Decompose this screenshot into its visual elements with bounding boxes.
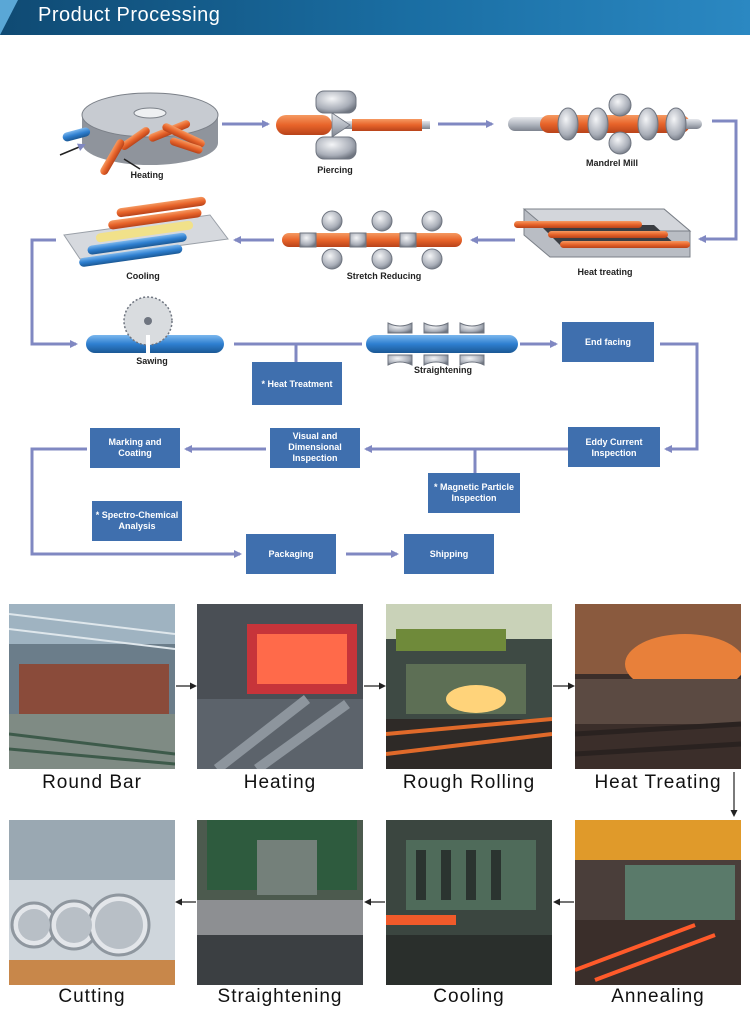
box-label-eddy-current-2: Inspection [591, 448, 636, 458]
straightening-illustration [366, 322, 518, 366]
photo-caption-heat-treating: Heat Treating [594, 772, 722, 793]
header-notch [0, 0, 18, 35]
box-shipping [404, 534, 494, 574]
piercing-illustration [276, 90, 430, 160]
box-packaging [246, 534, 336, 574]
box-visual-dimensional [270, 428, 360, 468]
heating-furnace-illustration [59, 92, 219, 175]
heat-treating-furnace-illustration [514, 208, 692, 258]
box-label-magnetic-1: * Magnetic Particle [434, 482, 514, 492]
step-label-stretch-reducing: Stretch Reducing [347, 271, 422, 281]
photo-cooling [386, 820, 552, 985]
cooling-bed-illustration [63, 196, 229, 267]
photo-annealing [575, 820, 741, 985]
step-label-mandrel-mill: Mandrel Mill [586, 158, 638, 168]
box-magnetic-particle [428, 473, 520, 513]
box-label-visual-1: Visual and [293, 431, 338, 441]
flow-arrows [30, 119, 738, 558]
photo-caption-annealing: Annealing [611, 986, 705, 1007]
process-boxes [90, 322, 660, 574]
step-label-cooling: Cooling [126, 271, 160, 281]
box-eddy-current [568, 427, 660, 467]
box-label-visual-2: Dimensional [288, 442, 342, 452]
photo-straightening [197, 820, 363, 985]
photo-cutting [9, 820, 175, 985]
process-flow-diagram: Heating Piercing Mandrel Mill Cooling St… [30, 90, 738, 574]
stretch-reducing-illustration [282, 210, 462, 270]
box-label-spectro-1: * Spectro-Chemical [96, 510, 179, 520]
box-label-heat-treatment: * Heat Treatment [261, 379, 332, 389]
box-spectro-chemical [92, 501, 182, 541]
photo-caption-cooling: Cooling [433, 986, 505, 1007]
header-bar: Product Processing [0, 0, 750, 35]
step-label-piercing: Piercing [317, 165, 353, 175]
photo-caption-heating: Heating [243, 772, 317, 793]
box-heat-treatment [252, 362, 342, 405]
photo-round-bar [9, 604, 175, 769]
step-label-heating: Heating [130, 170, 163, 180]
photo-rough-rolling [386, 604, 552, 769]
photo-caption-cutting: Cutting [58, 986, 126, 1007]
photo-heat-treating [575, 604, 741, 769]
box-end-facing [562, 322, 654, 362]
page-title: Product Processing [38, 4, 221, 26]
box-label-visual-3: Inspection [292, 453, 337, 463]
photo-caption-straightening: Straightening [217, 986, 343, 1007]
box-label-spectro-2: Analysis [118, 521, 155, 531]
box-label-packaging: Packaging [268, 549, 313, 559]
step-label-heat-treating: Heat treating [577, 267, 632, 277]
sawing-illustration [86, 296, 224, 353]
box-label-eddy-current-1: Eddy Current [585, 437, 642, 447]
box-label-marking-2: Coating [118, 448, 152, 458]
box-label-magnetic-2: Inspection [451, 493, 496, 503]
photo-heating [197, 604, 363, 769]
step-label-straightening: Straightening [414, 365, 472, 375]
step-label-sawing: Sawing [136, 356, 168, 366]
mandrel-mill-illustration [508, 93, 702, 155]
box-label-shipping: Shipping [430, 549, 469, 559]
box-label-end-facing: End facing [585, 337, 631, 347]
box-label-marking-1: Marking and [108, 437, 161, 447]
box-marking-coating [90, 428, 180, 468]
photo-caption-round-bar: Round Bar [42, 772, 142, 793]
photo-caption-rough-rolling: Rough Rolling [402, 772, 536, 793]
